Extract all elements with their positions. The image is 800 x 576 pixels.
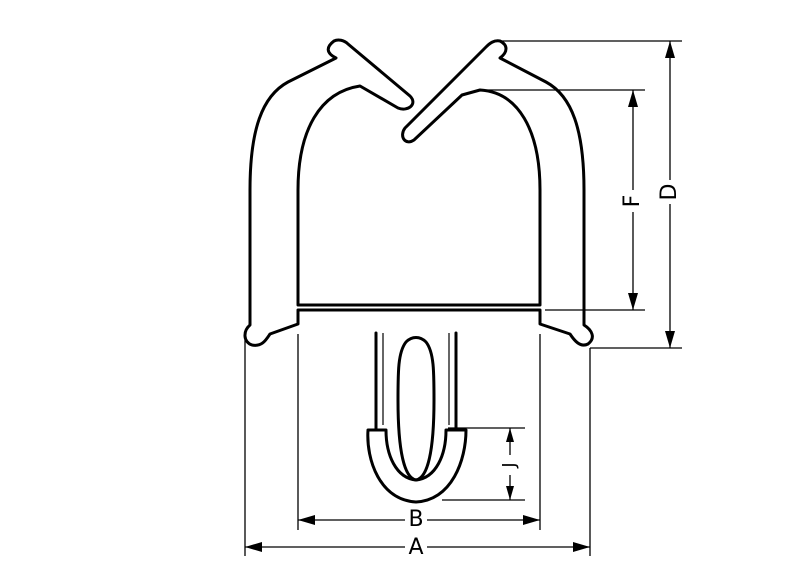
dimension-b: B: [298, 507, 540, 532]
stem-legs: [374, 331, 458, 432]
dimension-f: F: [620, 90, 645, 310]
arrowhead-center-slot: [396, 336, 436, 482]
clip-outer-contour: [243, 38, 594, 347]
dimension-label-f: F: [620, 195, 645, 208]
dimension-label-d: D: [657, 184, 682, 201]
arrowhead-head: [366, 428, 468, 504]
dimension-j: J: [499, 428, 520, 500]
dimension-label-a: A: [408, 535, 423, 560]
stem-inner-lines: [382, 333, 450, 425]
dimension-a: A: [245, 535, 590, 560]
dimension-label-j: J: [499, 462, 520, 468]
dimension-label-b: B: [408, 507, 423, 532]
dimension-d: D: [657, 41, 682, 348]
extension-lines: [244, 40, 682, 556]
